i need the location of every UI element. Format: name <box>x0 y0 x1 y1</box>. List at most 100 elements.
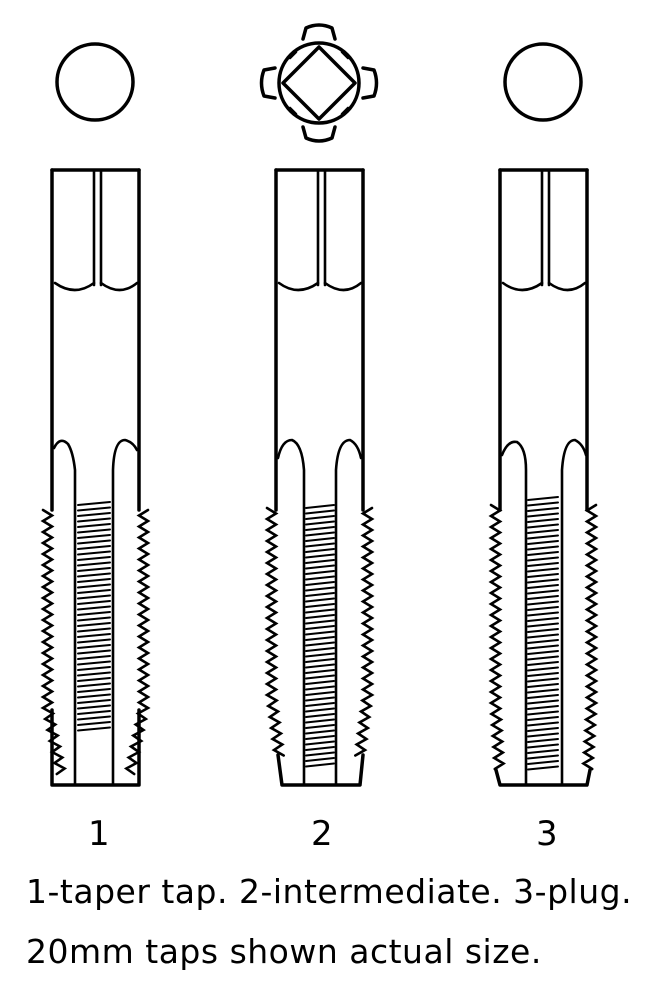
thread-hatch-line <box>305 553 335 559</box>
thread-hatch-line <box>527 710 559 716</box>
thread-hatch-line <box>305 702 335 707</box>
thread-hatch-line <box>77 512 111 517</box>
thread-hatch-line <box>527 694 559 699</box>
thread-hatch-line <box>305 581 335 586</box>
thread-hatch-line <box>527 496 559 501</box>
thread-hatch-line <box>527 622 559 628</box>
thread-hatch-line <box>77 561 111 567</box>
thread-hatch-line <box>527 606 559 611</box>
thread-hatch-line <box>527 765 559 771</box>
thread-hatch-line <box>305 680 335 685</box>
thread-hatch-line <box>305 724 335 729</box>
thread-hatch-line <box>527 584 559 589</box>
thread-hatch-line <box>527 534 559 540</box>
thread-hatch-line <box>305 652 335 658</box>
thread-hatch-line <box>77 682 111 688</box>
thread-hatch-line <box>527 666 559 672</box>
thread-hatch-line <box>527 732 559 738</box>
thread-hatch-line <box>305 542 335 548</box>
thread-hatch-line <box>527 589 559 595</box>
thread-hatch-line <box>305 685 335 691</box>
thread-hatch-line <box>77 649 111 655</box>
thread-hatch-line <box>527 556 559 562</box>
thread-hatch-line <box>305 597 335 603</box>
thread-hatch-line <box>527 578 559 584</box>
thread-hatch-line <box>527 650 559 655</box>
thread-hatch-line <box>527 567 559 573</box>
thread-hatch-line <box>527 727 559 732</box>
thread-hatch-line <box>527 611 559 617</box>
tap-2-body <box>264 168 375 787</box>
thread-hatch-line <box>305 559 335 564</box>
thread-hatch-line <box>527 562 559 567</box>
thread-hatch-line <box>77 726 111 732</box>
thread-hatch-line <box>77 666 111 671</box>
thread-hatch-line <box>77 611 111 616</box>
tap-3-number-label: 3 <box>536 814 558 854</box>
thread-hatch-line <box>77 578 111 583</box>
thread-hatch-line <box>77 534 111 539</box>
thread-hatch-line <box>305 564 335 570</box>
thread-hatch-line <box>305 625 335 630</box>
thread-hatch-line <box>527 545 559 551</box>
thread-hatch-line <box>527 705 559 710</box>
thread-hatch-line <box>305 707 335 713</box>
thread-hatch-line <box>527 644 559 650</box>
thread-hatch-line <box>77 633 111 638</box>
thread-hatch-line <box>305 603 335 608</box>
thread-hatch-line <box>305 746 335 751</box>
thread-hatch-line <box>77 638 111 644</box>
thread-hatch-line <box>527 760 559 765</box>
thread-hatch-line <box>77 693 111 699</box>
thread-hatch-line <box>527 721 559 727</box>
thread-hatch-line <box>527 716 559 721</box>
thread-hatch-line <box>527 628 559 633</box>
thread-hatch-line <box>527 743 559 749</box>
thread-hatch-line <box>77 556 111 561</box>
thread-hatch-line <box>305 520 335 526</box>
thread-hatch-line <box>305 729 335 735</box>
thread-hatch-line <box>305 608 335 614</box>
thread-hatch-line <box>527 529 559 534</box>
thread-hatch-line <box>527 595 559 600</box>
thread-hatch-line <box>305 647 335 652</box>
thread-hatch-line <box>77 539 111 545</box>
thread-hatch-line <box>77 572 111 578</box>
thread-hatch-line <box>527 677 559 683</box>
thread-hatch-line <box>305 713 335 718</box>
thread-hatch-line <box>77 589 111 594</box>
tap-2-number-label: 2 <box>311 814 333 854</box>
thread-hatch-line <box>527 523 559 529</box>
thread-hatch-line <box>527 540 559 545</box>
thread-hatch-line <box>77 605 111 611</box>
thread-hatch-line <box>77 655 111 660</box>
thread-hatch-line <box>305 619 335 625</box>
thread-hatch-line <box>305 674 335 680</box>
tap-3-end-view-round-icon <box>503 42 583 122</box>
thread-hatch-line <box>305 669 335 674</box>
thread-hatch-line <box>77 677 111 682</box>
thread-hatch-line <box>77 710 111 715</box>
thread-hatch-line <box>305 696 335 702</box>
thread-hatch-line <box>305 630 335 636</box>
thread-hatch-line <box>77 704 111 710</box>
tap-1-end-view-round-icon <box>55 42 135 122</box>
thread-hatch-line <box>77 550 111 556</box>
thread-hatch-line <box>77 567 111 572</box>
thread-hatch-line <box>305 575 335 581</box>
thread-hatch-line <box>527 672 559 677</box>
thread-hatch-line <box>77 523 111 528</box>
thread-hatch-line <box>305 636 335 641</box>
thread-hatch-line <box>77 616 111 622</box>
thread-hatch-line <box>527 683 559 688</box>
thread-hatch-line <box>305 515 335 520</box>
thread-hatch-line <box>305 663 335 669</box>
thread-hatch-line <box>305 537 335 542</box>
thread-hatch-line <box>527 600 559 606</box>
thread-hatch-line <box>527 688 559 694</box>
thread-hatch-line <box>305 751 335 757</box>
thread-hatch-line <box>305 641 335 647</box>
thread-hatch-line <box>77 721 111 726</box>
thread-hatch-line <box>305 570 335 575</box>
thread-hatch-line <box>305 658 335 663</box>
